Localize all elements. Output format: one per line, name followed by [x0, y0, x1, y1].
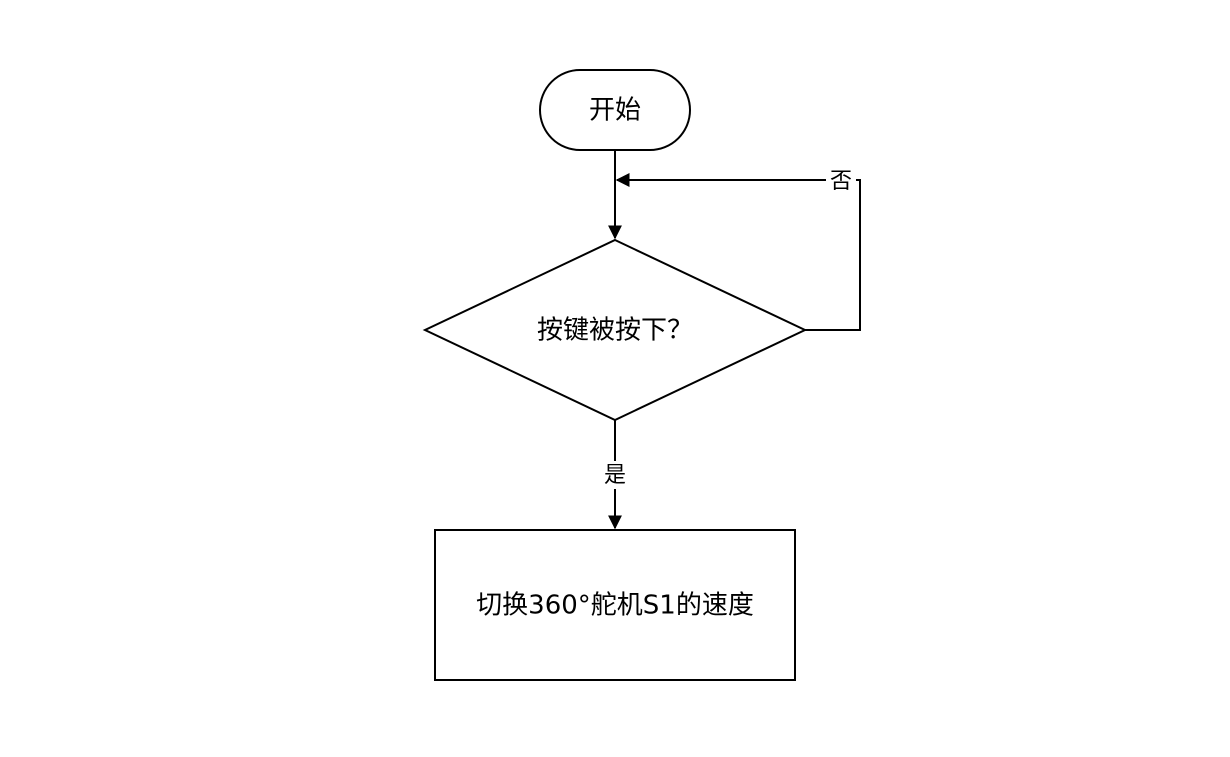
edge-no-label-bg — [826, 168, 856, 194]
process-node: 切换360°舵机S1的速度 — [434, 529, 796, 681]
process-rect-shape — [434, 529, 796, 681]
decision-node: 按键被按下？ — [422, 238, 808, 422]
start-node: 开始 — [539, 69, 691, 151]
start-label: 开始 — [589, 96, 641, 126]
edge-yes-label: 是 — [604, 463, 626, 488]
process-label: 切换360°舵机S1的速度 — [476, 591, 754, 621]
edge-no-label: 否 — [830, 169, 852, 194]
edge-no-loop — [615, 173, 861, 331]
edge-yes-label-bg — [600, 461, 630, 489]
decision-label: 按键被按下？ — [537, 316, 693, 346]
